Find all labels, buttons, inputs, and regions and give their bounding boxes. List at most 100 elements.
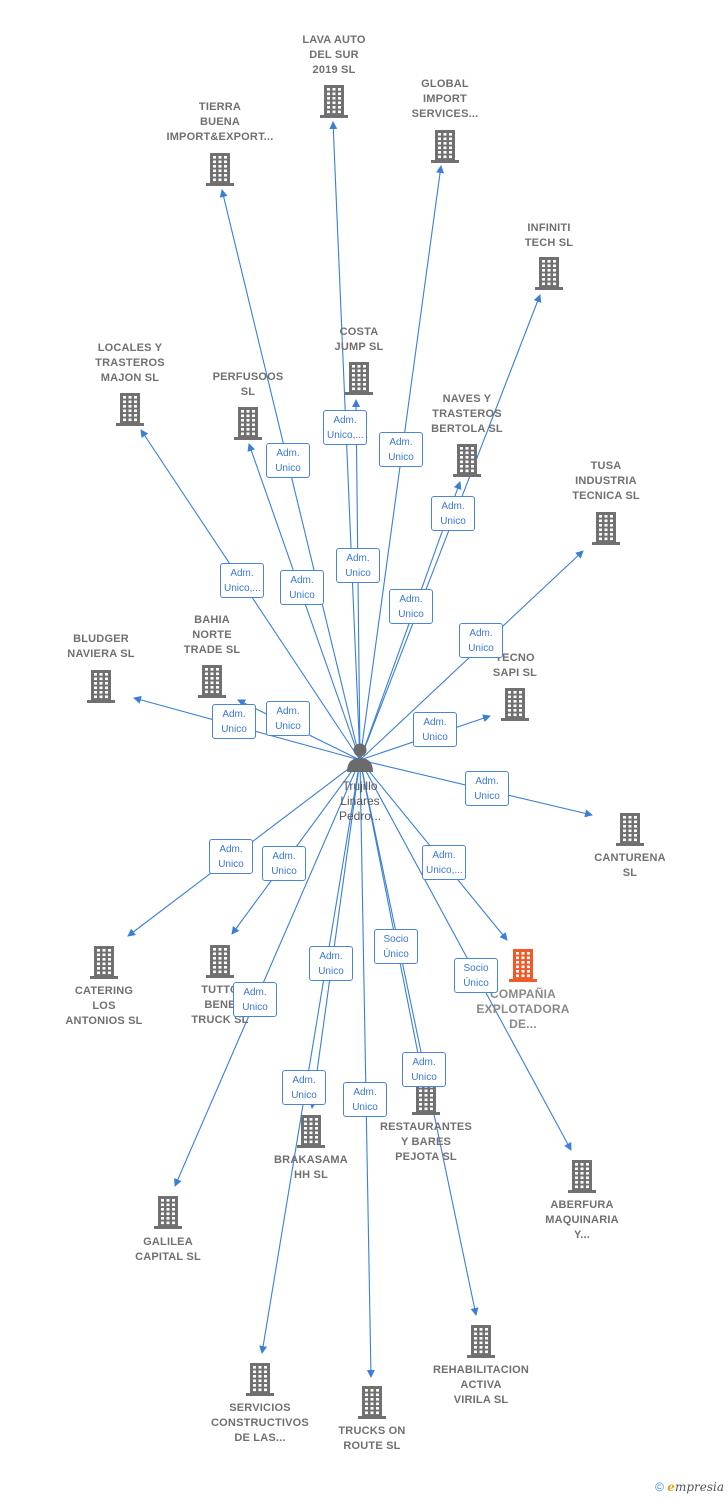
role-badge-compania-explotadora[interactable]: Adm.Unico,... [422, 844, 466, 880]
role-badge-infiniti-tech[interactable]: Adm.Unico [431, 495, 475, 531]
role-badge-tutto-bene[interactable]: Adm.Unico [262, 845, 306, 881]
company-label-line: EXPLOTADORA [476, 1002, 570, 1016]
role-text-line: Unico [398, 608, 424, 620]
role-text-line: Adm. [222, 708, 246, 720]
company-label-line: TRUCK SL [191, 1014, 249, 1026]
company-label-line: CATERING [74, 985, 134, 997]
building-icon[interactable] [431, 130, 459, 163]
building-icon[interactable] [453, 444, 481, 477]
building-icon[interactable] [116, 393, 144, 426]
company-label-global-import[interactable]: GLOBAL IMPORT SERVICES... [380, 77, 510, 122]
role-badge-perfusoos[interactable]: Adm.Unico [280, 569, 324, 605]
role-badge-tusa-industria[interactable]: Adm.Unico [459, 622, 503, 658]
role-badge-servicios-constructivos[interactable]: Adm.Unico [282, 1069, 326, 1105]
company-label-line: TECNICA SL [572, 490, 640, 502]
edge-brakasama [308, 759, 361, 1109]
building-icon[interactable] [616, 813, 644, 846]
company-label-line: TRADE SL [183, 644, 241, 656]
role-badge-naves-trasteros[interactable]: Adm.Unico [389, 588, 433, 624]
role-text-line: Unico [221, 723, 247, 735]
building-icon[interactable] [246, 1363, 274, 1396]
building-icon[interactable] [198, 665, 226, 698]
role-text-line: Adm. [272, 850, 296, 862]
role-badge-bahia-norte[interactable]: Adm.Unico [266, 700, 310, 736]
role-text-line: Adm. [290, 574, 314, 586]
building-icon[interactable] [509, 949, 537, 982]
building-icon[interactable] [592, 512, 620, 545]
role-badge-galilea-capital[interactable]: Adm.Unico [233, 981, 277, 1017]
role-text-line: Adm. [475, 775, 499, 787]
role-badge-rehabilitacion-activa[interactable]: Adm.Unico [402, 1051, 446, 1087]
company-label-line: DE... [509, 1017, 537, 1031]
building-icon[interactable] [297, 1115, 325, 1148]
role-badge-locales-trasteros[interactable]: Adm.Unico,... [220, 562, 264, 598]
role-text-line: Adm. [243, 986, 267, 998]
building-icon[interactable] [320, 85, 348, 118]
company-label-line: SERVICES... [411, 108, 479, 120]
role-text-line: Unico [291, 1089, 317, 1101]
building-icon[interactable] [467, 1325, 495, 1358]
company-label-line: TUTTO [201, 984, 239, 996]
building-icon[interactable] [206, 945, 234, 978]
company-label-line: COMPAÑIA [489, 987, 557, 1001]
icon-layer [87, 85, 644, 1419]
building-icon[interactable] [345, 362, 373, 395]
role-badge-tecno-sapi[interactable]: Adm.Unico [413, 711, 457, 747]
role-badge-lava-auto[interactable]: Adm.Unico,... [323, 409, 367, 445]
role-badge-trucks-on-route[interactable]: Adm.Unico [343, 1081, 387, 1117]
company-label-line: HH SL [294, 1169, 328, 1181]
building-icon[interactable] [412, 1082, 440, 1115]
building-icon[interactable] [535, 257, 563, 290]
person-icon[interactable] [347, 743, 373, 773]
role-badge-brakasama[interactable]: Adm.Unico [309, 945, 353, 981]
company-label-line: BENE [204, 999, 236, 1011]
role-badge-canturena[interactable]: Adm.Unico [465, 770, 509, 806]
building-icon[interactable] [154, 1196, 182, 1229]
building-icon[interactable] [501, 688, 529, 721]
role-badge-global-import[interactable]: Adm.Unico [379, 431, 423, 467]
building-icon[interactable] [87, 670, 115, 703]
building-icon[interactable] [358, 1386, 386, 1419]
building-icon[interactable] [206, 153, 234, 186]
role-badge-tierra-buena[interactable]: Adm.Unico [266, 442, 310, 478]
building-icon[interactable] [568, 1160, 596, 1193]
role-text-line: Adm. [346, 552, 370, 564]
edge-restaurantes-pejota [359, 759, 427, 1085]
company-label-line: ANTONIOS SL [65, 1015, 143, 1027]
company-label-line: GLOBAL [421, 78, 469, 90]
role-badge-bludger-naviera[interactable]: Adm. Unico [212, 703, 256, 739]
building-icon[interactable] [90, 946, 118, 979]
role-badge-catering-antonios[interactable]: Adm.Unico [209, 838, 253, 874]
role-badge-costa-jump[interactable]: Adm.Unico [336, 547, 380, 583]
company-label-tutto-bene[interactable]: TUTTO BENE TRUCK SL [155, 983, 285, 1028]
role-text-line: Adm. [389, 436, 413, 448]
company-label-line: IMPORT [423, 93, 467, 105]
company-label-line: NORTE [192, 629, 232, 641]
building-icon[interactable] [234, 407, 262, 440]
footer-brand[interactable]: © empresia [655, 1480, 724, 1494]
person-name[interactable]: Trujillo Linares Pedro... [300, 779, 420, 824]
